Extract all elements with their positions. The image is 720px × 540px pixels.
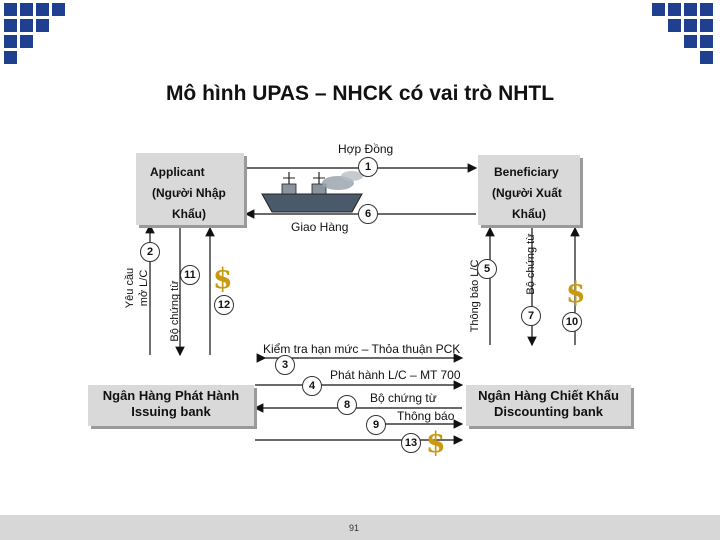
beneficiary-name: Beneficiary — [494, 165, 559, 179]
footer-bar — [0, 515, 720, 540]
step-6: 6 — [358, 204, 378, 224]
page-number: 91 — [349, 523, 359, 533]
beneficiary-role-line1: (Người Xuất — [492, 186, 562, 200]
step-7: 7 — [521, 306, 541, 326]
step-3: 3 — [275, 355, 295, 375]
label-yeu-cau-line1: Yêu cầu — [124, 258, 136, 318]
label-bo-chung-tu-left: Bộ chứng từ — [169, 271, 181, 351]
step-9: 9 — [366, 415, 386, 435]
label-thong-bao: Thông báo — [397, 409, 454, 423]
step-11: 11 — [180, 265, 200, 285]
discounting-bank-english: Discounting bank — [466, 404, 631, 420]
discounting-bank-name: Ngân Hàng Chiết Khấu — [466, 388, 631, 404]
issuing-bank-box: Ngân Hàng Phát Hành Issuing bank — [88, 385, 254, 426]
issuing-bank-name: Ngân Hàng Phát Hành — [88, 388, 254, 404]
step-5: 5 — [477, 259, 497, 279]
label-hop-dong: Hợp Đồng — [338, 142, 393, 156]
step-13: 13 — [401, 433, 421, 453]
applicant-role-line2: Khẩu) — [172, 207, 206, 221]
dollar-icon: $ — [426, 426, 445, 459]
applicant-role-line1: (Người Nhập — [152, 186, 226, 200]
discounting-bank-box: Ngân Hàng Chiết Khấu Discounting bank — [466, 385, 631, 426]
ship-icon — [262, 171, 363, 212]
step-12: 12 — [214, 295, 234, 315]
applicant-name: Applicant — [150, 165, 205, 179]
label-yeu-cau-line2: mở L/C — [138, 258, 150, 318]
label-bo-chung-tu-right: Bộ chứng từ — [525, 224, 537, 304]
issuing-bank-english: Issuing bank — [88, 404, 254, 420]
step-2: 2 — [140, 242, 160, 262]
step-10: 10 — [562, 312, 582, 332]
step-1: 1 — [358, 157, 378, 177]
label-giao-hang: Giao Hàng — [291, 220, 348, 234]
label-kiem-tra: Kiểm tra hạn mức – Thỏa thuận PCK — [263, 342, 460, 356]
step-8: 8 — [337, 395, 357, 415]
dollar-icon: $ — [213, 262, 232, 295]
dollar-icon: $ — [566, 276, 585, 309]
label-bo-chung-tu-mid: Bộ chứng từ — [370, 391, 437, 405]
beneficiary-role-line2: Khẩu) — [512, 207, 546, 221]
step-4: 4 — [302, 376, 322, 396]
label-phat-hanh: Phát hành L/C – MT 700 — [330, 368, 461, 382]
